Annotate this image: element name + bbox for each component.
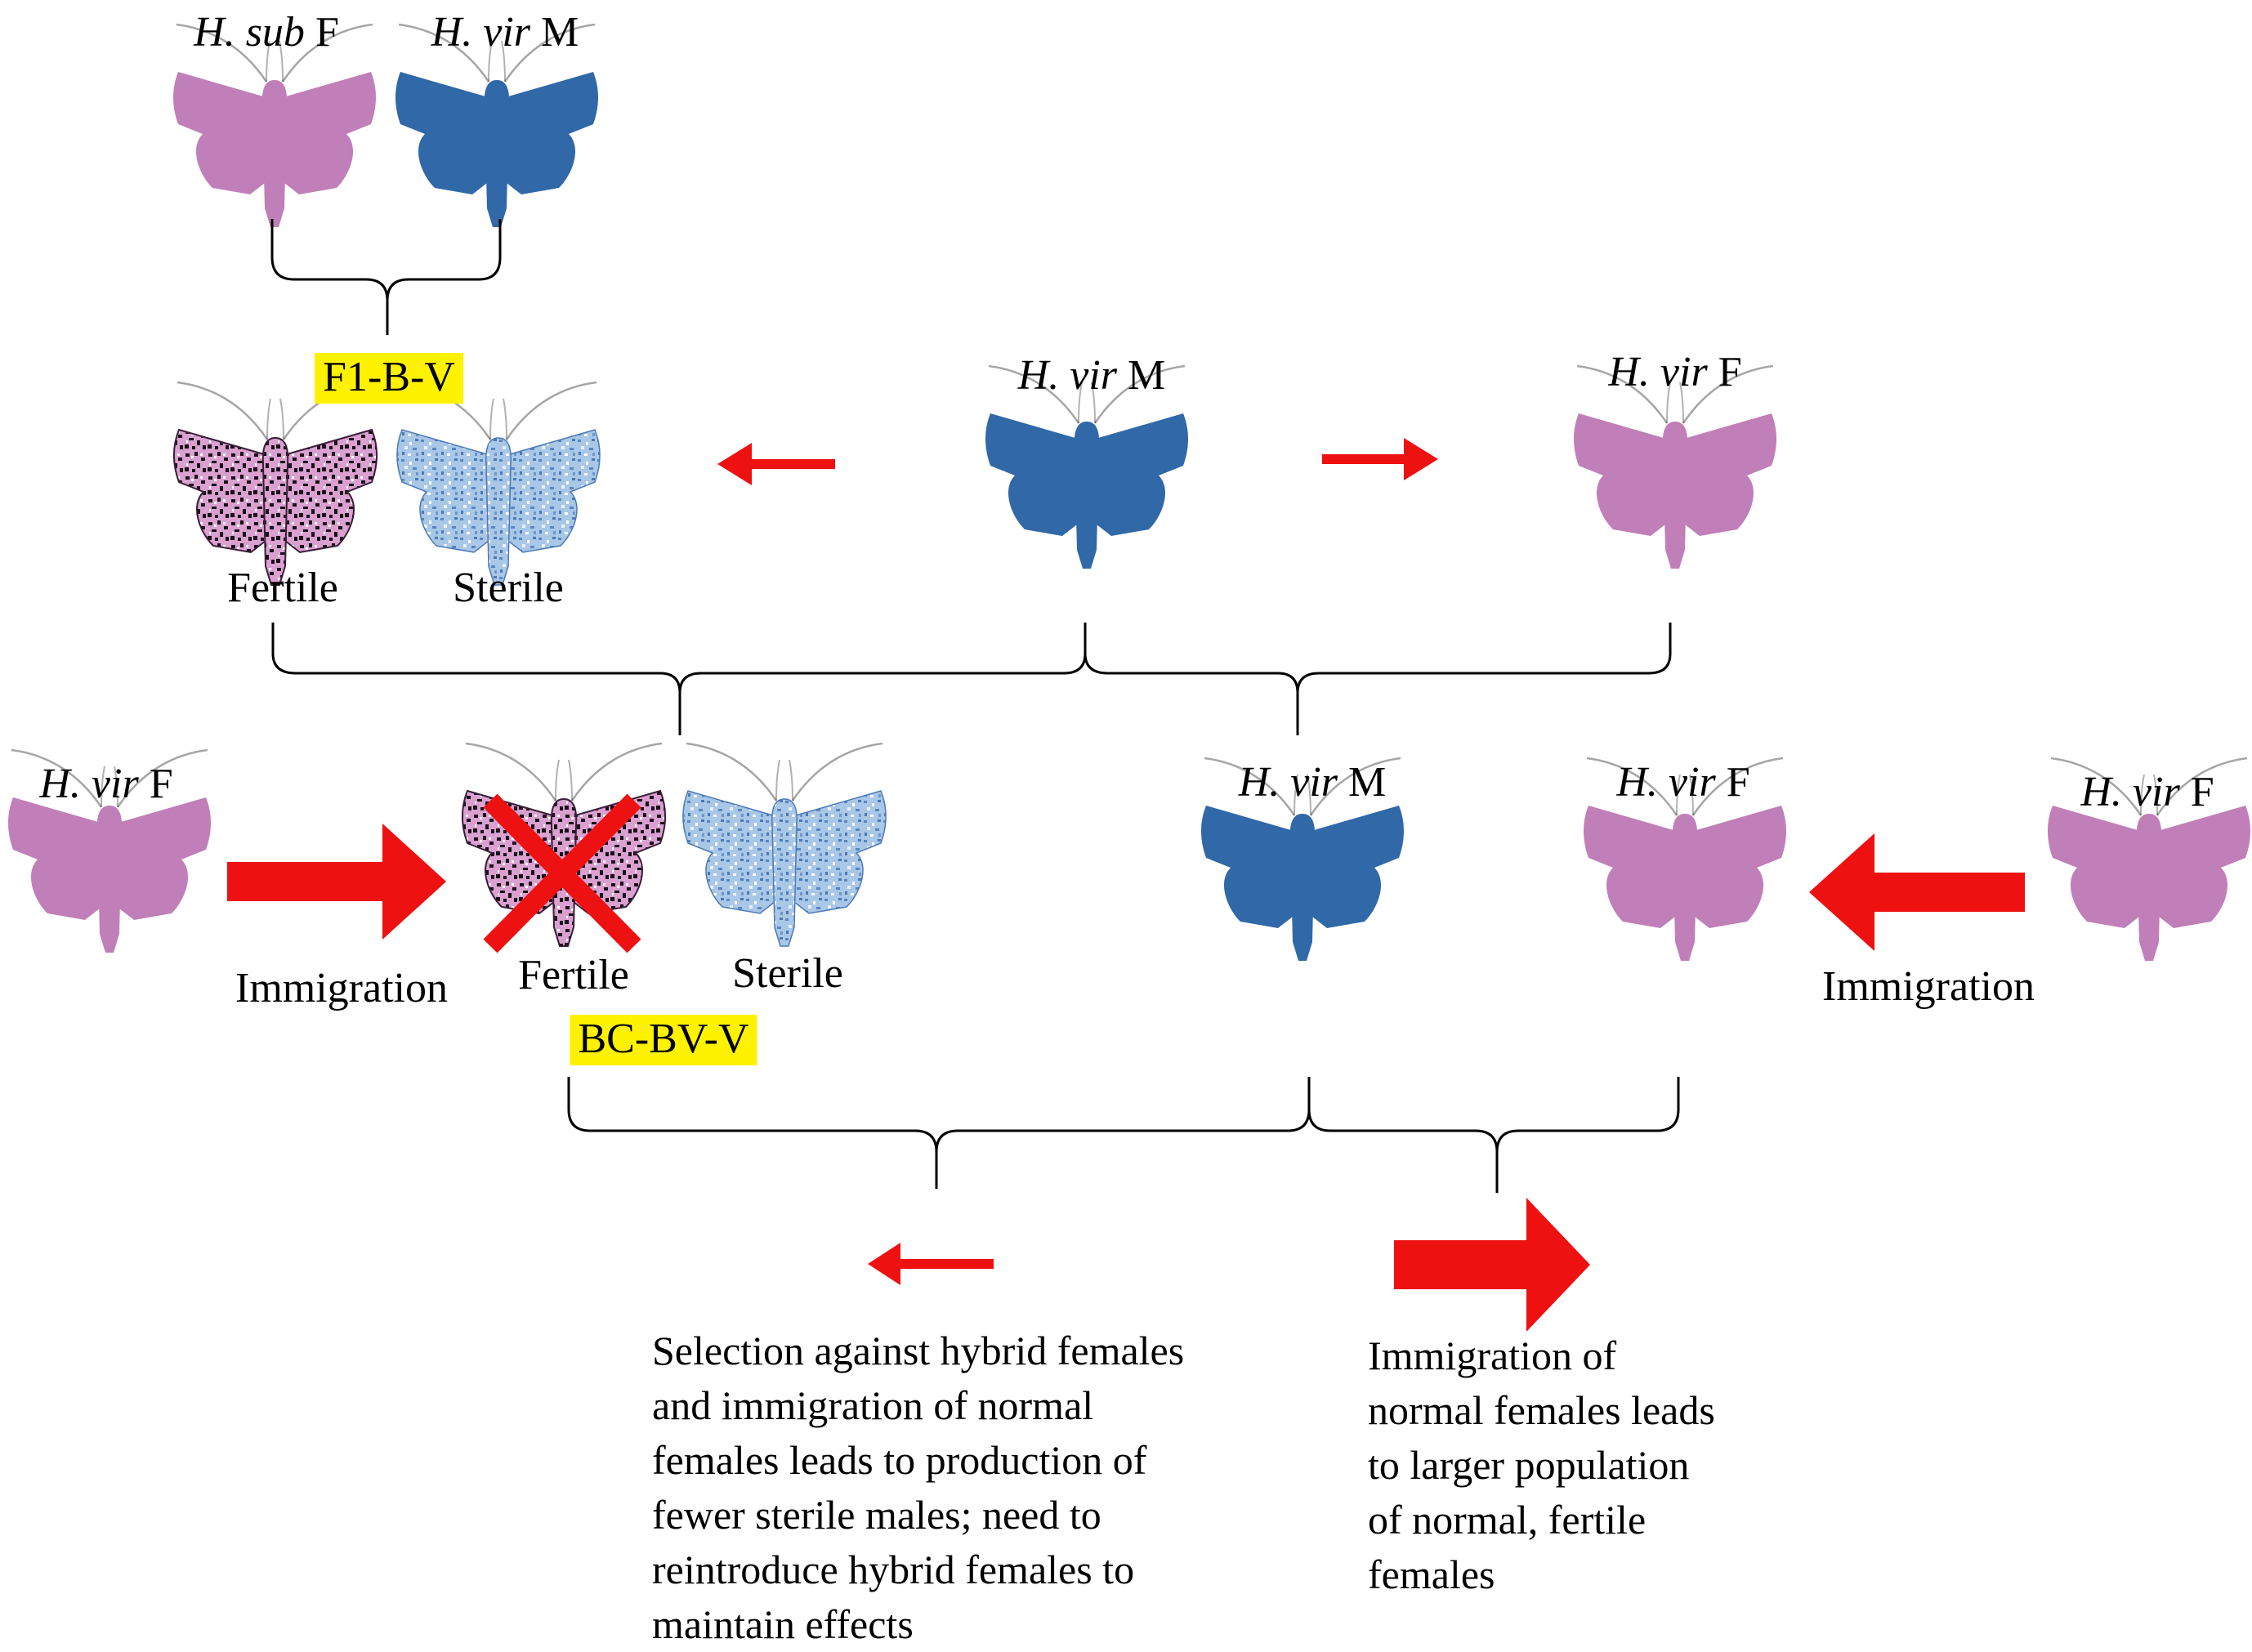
gen2-label-left-female: H. vir F	[39, 761, 173, 807]
outcome-left-line: Selection against hybrid females	[652, 1328, 1185, 1373]
f1-fertile-label: Fertile	[227, 565, 338, 611]
f1-sterile-label: Sterile	[453, 565, 564, 611]
outcome-right-line: Immigration of	[1368, 1333, 1617, 1378]
bc-badge: BC-BV-V	[570, 1015, 757, 1065]
cross-bracket	[271, 623, 1672, 735]
arrow-icon	[227, 824, 446, 940]
outcome-left-line: and immigration of normal	[652, 1382, 1094, 1428]
arrow-icon	[1809, 833, 2025, 951]
speckled-moth-icon	[395, 381, 601, 587]
outcome-left-text: Selection against hybrid females and imm…	[652, 1324, 1184, 1652]
arrow-icon	[717, 443, 835, 485]
outcome-right-line: to larger population	[1368, 1442, 1690, 1488]
outcome-right-line: of normal, fertile	[1368, 1497, 1647, 1543]
immigration-label-left: Immigration	[235, 965, 448, 1011]
outcome-left-line: maintain effects	[652, 1601, 914, 1647]
arrow-icon	[868, 1243, 994, 1285]
speckled-moth-icon	[681, 742, 887, 948]
gen2-label-hvir-m: H. vir M	[1238, 759, 1387, 806]
outcome-right-line: females	[1368, 1552, 1495, 1597]
parent-label-hvir-m: H. vir M	[431, 9, 579, 56]
speckled-moth-icon	[461, 742, 667, 948]
moth-icon	[1572, 364, 1778, 570]
arrow-icon	[1322, 438, 1438, 480]
parent-label-hsub-f: H. sub F	[194, 9, 339, 56]
x-mark-icon	[483, 793, 641, 953]
outcome-right-text: Immigration of normal females leads to l…	[1368, 1328, 1715, 1602]
cross-bracket	[567, 1077, 1680, 1193]
gen2-label-right-female: H. vir F	[2080, 769, 2214, 815]
bc-fertile-label: Fertile	[518, 952, 629, 998]
gen1-label-hvir-m: H. vir M	[1017, 352, 1166, 399]
cross-bracket	[270, 219, 502, 335]
gen1-label-hvir-f: H. vir F	[1608, 349, 1742, 395]
outcome-left-line: reintroduce hybrid females to	[652, 1547, 1135, 1592]
immigration-label-right: Immigration	[1822, 963, 2035, 1010]
bc-sterile-label: Sterile	[732, 950, 843, 997]
outcome-right-line: normal females leads	[1368, 1387, 1715, 1433]
outcome-left-line: females leads to production of	[652, 1437, 1147, 1483]
gen2-label-hvir-f: H. vir F	[1616, 759, 1750, 806]
f1-badge: F1-B-V	[315, 353, 463, 404]
outcome-left-line: fewer sterile males; need to	[652, 1492, 1101, 1538]
arrow-icon	[1394, 1198, 1590, 1332]
speckled-moth-icon	[172, 381, 378, 587]
